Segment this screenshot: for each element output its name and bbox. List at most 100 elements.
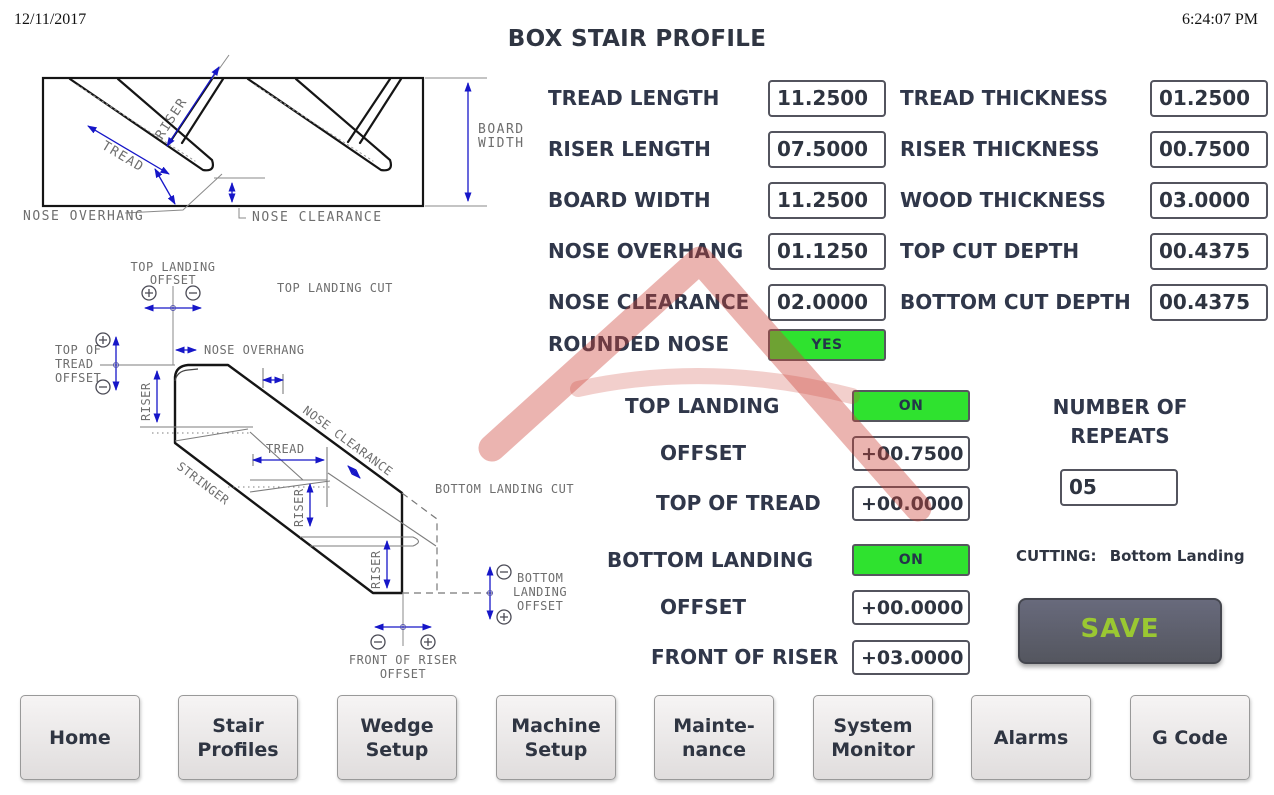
nav-label: Monitor bbox=[831, 738, 915, 761]
nav-label: Profiles bbox=[197, 738, 279, 761]
riser-label: RISER bbox=[292, 488, 306, 527]
stair-cut-glyph-2 bbox=[246, 77, 403, 172]
field-label: RISER THICKNESS bbox=[900, 137, 1100, 161]
nav-label: Setup bbox=[365, 738, 429, 761]
save-button[interactable]: SAVE bbox=[1018, 598, 1222, 664]
plus-icon bbox=[420, 634, 436, 650]
field-label: ROUNDED NOSE bbox=[548, 332, 730, 356]
bottom-cut-depth-field[interactable]: 00.4375 bbox=[1150, 284, 1268, 321]
front-of-riser-label-line1: FRONT OF RISER bbox=[349, 653, 457, 667]
minus-icon bbox=[95, 379, 111, 395]
front-of-riser-offset-dimension: FRONT OF RISER OFFSET bbox=[349, 593, 457, 681]
nav-label: G Code bbox=[1152, 726, 1228, 749]
riser-label: RISER bbox=[139, 382, 153, 421]
nose-clearance-dimension: NOSE CLEARANCE bbox=[214, 177, 381, 225]
nose-overhang-dimension: NOSE OVERHANG bbox=[23, 168, 223, 224]
top-cut-depth-field[interactable]: 00.4375 bbox=[1150, 233, 1268, 270]
bottom-landing-cut-dashed-outline bbox=[401, 492, 492, 594]
repeats-label-line2: REPEATS bbox=[1070, 424, 1170, 448]
top-landing-offset-field[interactable]: +00.7500 bbox=[852, 436, 970, 471]
front-of-riser-field[interactable]: +03.0000 bbox=[852, 640, 970, 675]
top-of-tread-field[interactable]: +00.0000 bbox=[852, 486, 970, 521]
stringer-label: STRINGER bbox=[174, 459, 232, 508]
nav-button-maintenance[interactable]: Mainte-nance bbox=[654, 695, 774, 780]
wood-thickness-field[interactable]: 03.0000 bbox=[1150, 182, 1268, 219]
tread-thickness-field[interactable]: 01.2500 bbox=[1150, 80, 1268, 117]
bottom-landing-offset-label-line2: LANDING bbox=[513, 585, 567, 599]
repeats-label-line1: NUMBER OF bbox=[1052, 395, 1188, 419]
nose-overhang-field[interactable]: 01.1250 bbox=[768, 233, 886, 270]
stair-cut-glyph-1 bbox=[68, 77, 225, 172]
nav-label: Setup bbox=[524, 738, 588, 761]
nav-button-home[interactable]: Home bbox=[20, 695, 140, 780]
board-profile-diagram: RISER TREAD NOSE OVERHANG NOSE CLEARANCE… bbox=[23, 54, 525, 225]
nav-label: Machine bbox=[511, 714, 601, 737]
date-display: 12/11/2017 bbox=[14, 11, 87, 28]
field-label: WOOD THICKNESS bbox=[900, 188, 1106, 212]
nav-label: Alarms bbox=[993, 726, 1069, 749]
number-of-repeats-field[interactable]: 05 bbox=[1060, 469, 1178, 506]
board-width-field[interactable]: 11.2500 bbox=[768, 182, 886, 219]
field-label: TOP CUT DEPTH bbox=[900, 239, 1080, 263]
nav-label: nance bbox=[681, 738, 747, 761]
nose-clearance-field[interactable]: 02.0000 bbox=[768, 284, 886, 321]
nav-label: System bbox=[833, 714, 913, 737]
riser-label: RISER bbox=[369, 550, 383, 589]
stringer-diagram: RISER RISER RISER TREAD NOSE OVERHANG NO… bbox=[55, 260, 574, 681]
nose-clearance-dimension: NOSE CLEARANCE bbox=[300, 403, 395, 479]
top-landing-toggle[interactable]: ON bbox=[852, 390, 970, 422]
top-landing-offset-label-line2: OFFSET bbox=[150, 273, 196, 287]
field-label: TREAD LENGTH bbox=[548, 86, 720, 110]
board-width-label-line1: BOARD bbox=[478, 122, 525, 137]
bottom-landing-offset-dimension: BOTTOM LANDING OFFSET bbox=[486, 564, 567, 625]
nav-button-alarms[interactable]: Alarms bbox=[971, 695, 1091, 780]
rounded-nose-toggle[interactable]: YES bbox=[768, 329, 886, 361]
minus-icon bbox=[185, 285, 201, 301]
stringer-outline bbox=[173, 363, 404, 595]
tread-length-field[interactable]: 11.2500 bbox=[768, 80, 886, 117]
nose-clearance-label: NOSE CLEARANCE bbox=[300, 403, 395, 479]
top-landing-offset-dimension: TOP LANDING OFFSET bbox=[131, 260, 216, 365]
nav-label: Stair bbox=[212, 714, 264, 737]
front-of-riser-label-line2: OFFSET bbox=[380, 667, 426, 681]
board-width-dimension: BOARD WIDTH bbox=[425, 77, 525, 207]
board-outline bbox=[41, 76, 425, 208]
page-title: BOX STAIR PROFILE bbox=[507, 26, 767, 52]
top-of-tread-offset-dimension: TOP OF TREAD OFFSET bbox=[55, 332, 120, 395]
nav-label: Mainte- bbox=[673, 714, 755, 737]
field-label: BOTTOM CUT DEPTH bbox=[900, 290, 1131, 314]
nav-button-g-code[interactable]: G Code bbox=[1130, 695, 1250, 780]
plus-icon bbox=[95, 332, 111, 348]
riser-dimension-2: RISER bbox=[292, 483, 314, 527]
cutting-status: CUTTING: Bottom Landing bbox=[1016, 547, 1245, 565]
field-label: NOSE OVERHANG bbox=[548, 239, 744, 263]
riser-dimension-1: RISER bbox=[139, 370, 161, 423]
top-of-tread-label-line1: TOP OF bbox=[55, 343, 101, 357]
plus-icon bbox=[496, 609, 512, 625]
bottom-landing-toggle[interactable]: ON bbox=[852, 544, 970, 576]
field-label: OFFSET bbox=[660, 595, 747, 619]
riser-thickness-field[interactable]: 00.7500 bbox=[1150, 131, 1268, 168]
minus-icon bbox=[370, 634, 386, 650]
top-of-tread-label-line2: TREAD bbox=[55, 357, 94, 371]
top-of-tread-label-line3: OFFSET bbox=[55, 371, 101, 385]
bottom-landing-offset-field[interactable]: +00.0000 bbox=[852, 590, 970, 625]
field-label: BOARD WIDTH bbox=[548, 188, 711, 212]
nose-overhang-dimension: NOSE OVERHANG bbox=[175, 343, 304, 384]
plus-icon bbox=[141, 285, 157, 301]
section-label: BOTTOM LANDING bbox=[607, 548, 814, 572]
riser-dimension-3: RISER bbox=[369, 540, 391, 589]
time-display: 6:24:07 PM bbox=[1181, 11, 1258, 28]
repeats-label: NUMBER OF REPEATS bbox=[1020, 393, 1220, 451]
field-label: FRONT OF RISER bbox=[651, 645, 839, 669]
nav-label: Home bbox=[49, 726, 111, 749]
riser-length-field[interactable]: 07.5000 bbox=[768, 131, 886, 168]
nav-label: Wedge bbox=[360, 714, 434, 737]
field-label: OFFSET bbox=[660, 441, 747, 465]
top-landing-offset-label-line1: TOP LANDING bbox=[131, 260, 216, 274]
